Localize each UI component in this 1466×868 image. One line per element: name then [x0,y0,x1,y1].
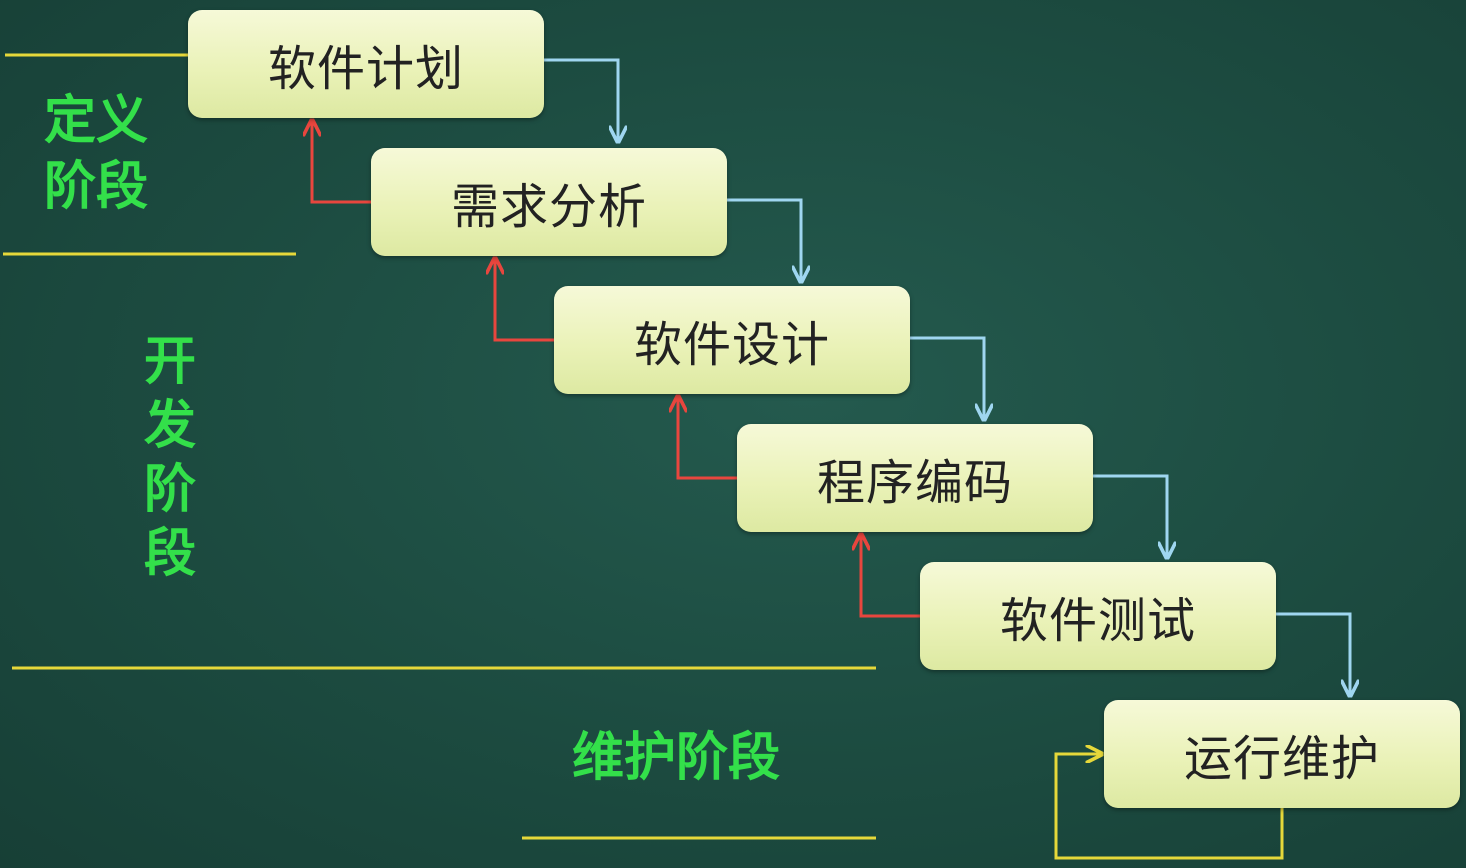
forward-arrow-2 [727,198,801,280]
stage-box-testing: 软件测试 [920,562,1276,670]
stage-box-software-design: 软件设计 [554,286,910,394]
feedback-arrow-3 [678,398,738,480]
feedback-arrow-1 [312,122,372,204]
stage-label: 软件计划 [267,41,464,97]
feedback-arrow-4 [861,536,921,618]
forward-arrow-5 [1276,612,1350,694]
stage-box-requirements-analysis: 需求分析 [371,148,727,256]
phase-label-definition: 定义阶段 [43,91,148,217]
stage-box-operation-maintenance: 运行维护 [1104,700,1460,808]
stage-label: 需求分析 [450,179,647,235]
stage-box-coding: 程序编码 [737,424,1093,532]
stage-label: 软件设计 [633,317,830,373]
stage-label: 软件测试 [999,593,1196,649]
stage-label: 运行维护 [1183,731,1380,787]
forward-arrow-3 [910,336,984,418]
phase-label-development: 开发阶段 [143,332,196,584]
stage-box-software-planning: 软件计划 [188,10,544,118]
stage-label: 程序编码 [816,455,1013,511]
forward-arrow-4 [1093,474,1167,556]
maintenance-loop-arrow [1054,754,1284,860]
feedback-arrow-2 [495,260,555,342]
phase-label-maintenance: 维护阶段 [572,728,781,788]
forward-arrow-1 [544,58,618,140]
